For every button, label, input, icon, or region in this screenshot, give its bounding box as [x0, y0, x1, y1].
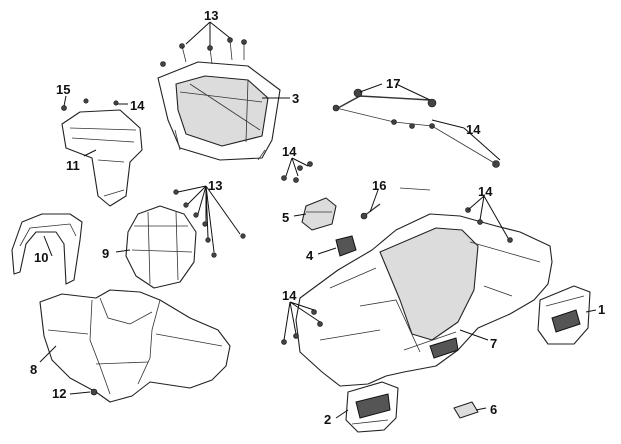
callout-8: 8: [30, 362, 37, 377]
callout-2: 2: [324, 412, 331, 427]
callout-14-top-left: 14: [130, 98, 145, 113]
callouts: 13 3 15 14 11 13 10 9 8 12 17 14 14 16 1…: [30, 8, 605, 427]
part-1-right-switch: [537, 285, 591, 345]
part-16-screw: [360, 187, 431, 220]
callout-14-lower: 14: [282, 288, 297, 303]
callout-15: 15: [56, 82, 70, 97]
callout-3: 3: [292, 91, 299, 106]
part-3-instrument-panel: [157, 37, 281, 161]
callout-1: 1: [598, 302, 605, 317]
callout-11: 11: [66, 158, 80, 173]
part-4-switch: [335, 235, 357, 257]
callout-17: 17: [386, 76, 400, 91]
callout-9: 9: [102, 246, 109, 261]
part-10-headlight-rim: [11, 213, 83, 285]
callout-16: 16: [372, 178, 386, 193]
part-2-left-switch: [281, 309, 399, 433]
callout-10: 10: [34, 250, 48, 265]
callout-7: 7: [490, 336, 497, 351]
leader-lines: [39, 21, 597, 419]
callout-12: 12: [52, 386, 66, 401]
callout-5: 5: [282, 210, 289, 225]
callout-4: 4: [306, 248, 314, 263]
callout-13-top: 13: [204, 8, 218, 23]
callout-13-middle: 13: [208, 178, 222, 193]
callout-14-right-upper: 14: [466, 122, 481, 137]
part-5-bracket: [301, 197, 337, 231]
part-11-upper-cover: [61, 98, 143, 207]
part-8-front-handlebar-cover: [39, 289, 231, 403]
callout-14-right: 14: [478, 184, 493, 199]
callout-14-center: 14: [282, 144, 297, 159]
part-9-headlight: [125, 189, 246, 289]
part-7-rear-handlebar-cover: [281, 161, 553, 387]
callout-6: 6: [490, 402, 497, 417]
part-6-badge: [453, 401, 479, 419]
part-17-stay: [332, 88, 500, 168]
